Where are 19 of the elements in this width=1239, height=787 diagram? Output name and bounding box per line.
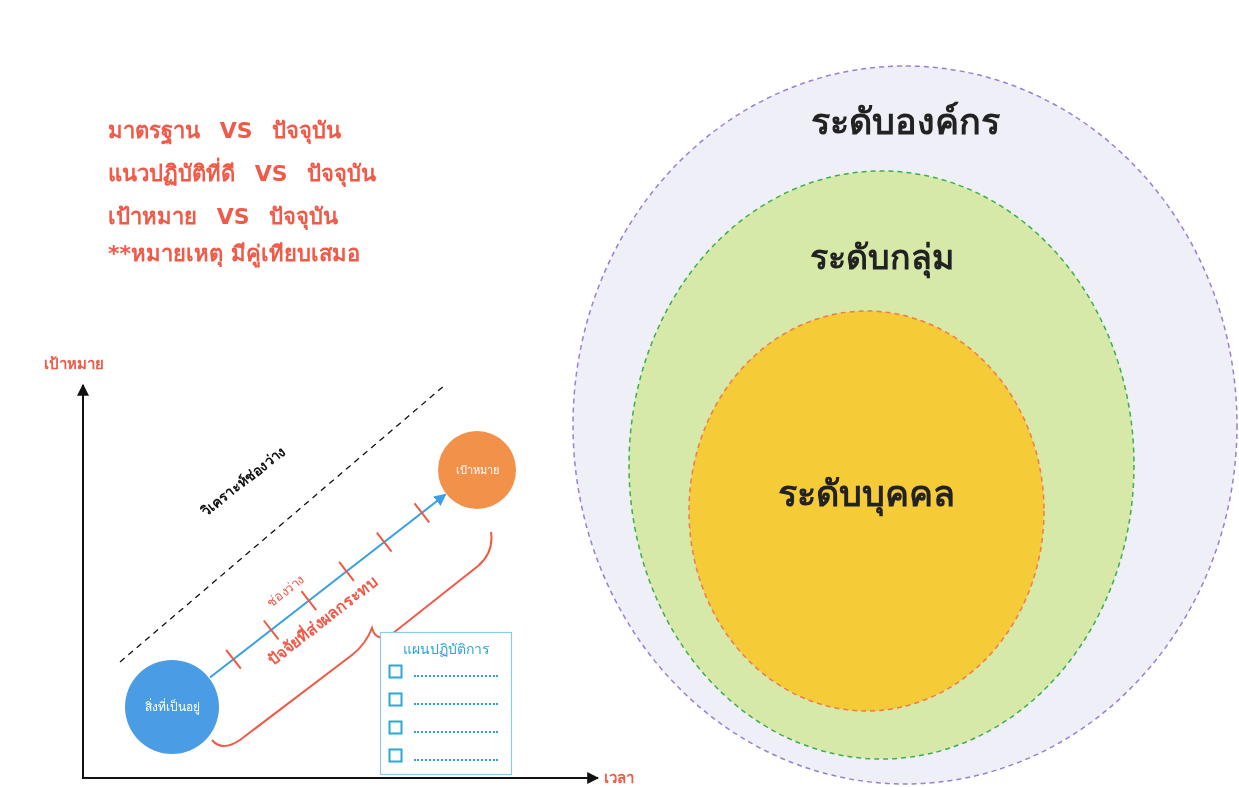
node-label: ระดับบุคคล xyxy=(688,465,1045,522)
action-plan-box xyxy=(380,632,512,775)
axis-label: เวลา xyxy=(604,768,634,787)
node-label: เป้าหมาย xyxy=(454,463,500,479)
arrow xyxy=(208,493,447,679)
goal-circle xyxy=(437,430,517,510)
individual-level-ellipse xyxy=(688,310,1045,712)
note-text: **หมายเหตุ มีคู่เทียบเสมอ xyxy=(108,240,360,270)
comparison-text: แนวปฏิบัติที่ดี VS ปัจจุบัน xyxy=(108,156,377,191)
comparison-text: เป้าหมาย VS ปัจจุบัน xyxy=(108,203,339,232)
group-level-ellipse xyxy=(628,170,1135,760)
node-label: ระดับกลุ่ม xyxy=(808,236,955,281)
comparison-text: มาตรฐาน VS ปัจจุบัน xyxy=(108,117,342,147)
organization-level-ellipse xyxy=(572,65,1238,785)
node-label: ระดับองค์กร xyxy=(809,100,1001,144)
node-label: สิ่งที่เป็นอยู่ xyxy=(143,697,201,716)
box-title: แผนปฏิบัติการ xyxy=(401,640,491,659)
current-state-circle xyxy=(124,659,220,755)
axis-label: เป้าหมาย xyxy=(44,354,104,375)
